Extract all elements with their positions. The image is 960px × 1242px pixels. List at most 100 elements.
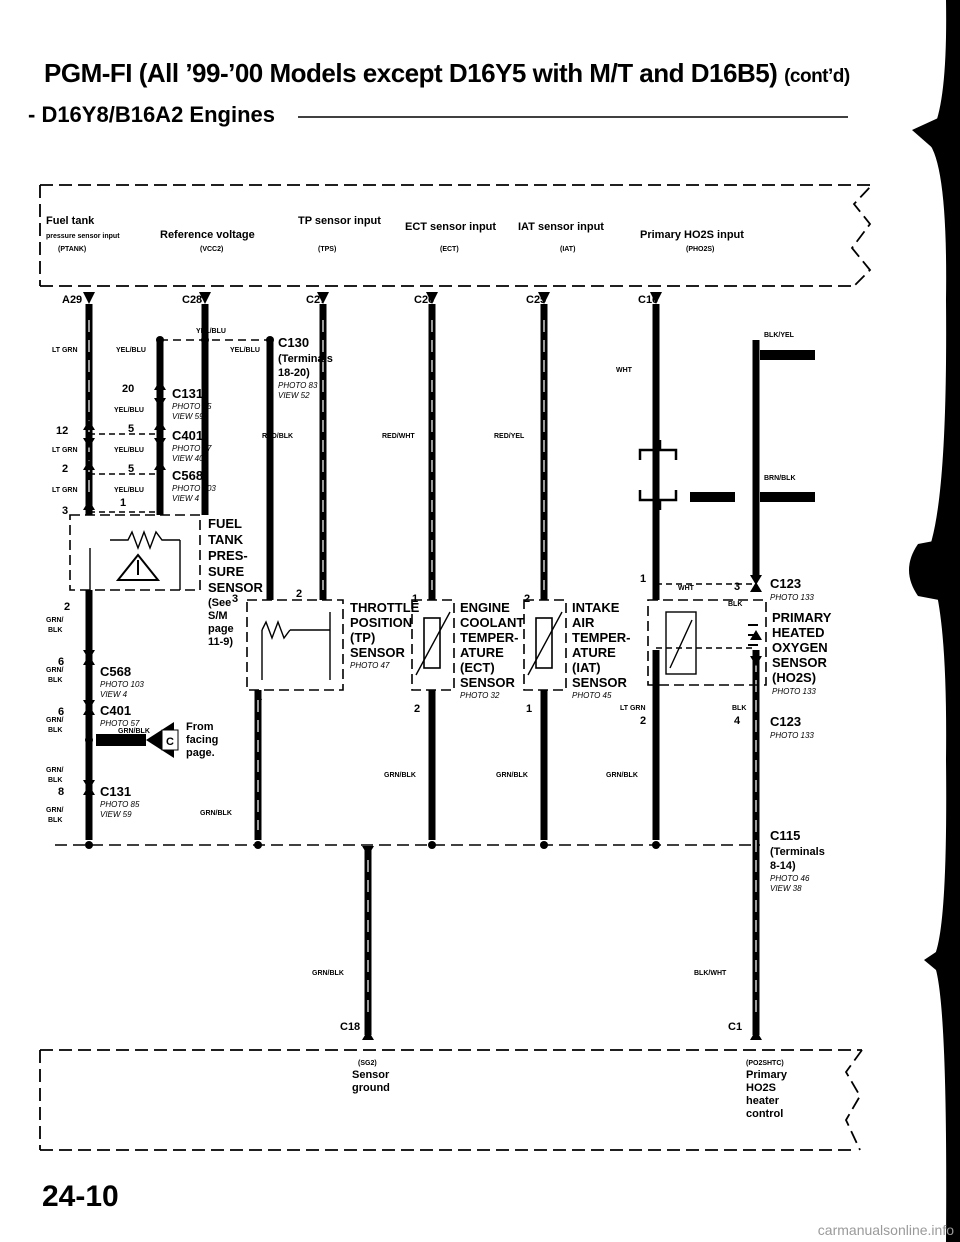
tp-sensor-label: THROTTLE POSITION (TP) SENSOR PHOTO 47 [350, 600, 420, 670]
wire-label: YEL/BLU [114, 487, 144, 494]
watermark: carmanualsonline.info [817, 1222, 954, 1238]
svg-text:PHOTO 32: PHOTO 32 [460, 691, 500, 700]
c131-view-lower: VIEW 59 [100, 810, 132, 819]
wire-label: RED/YEL [494, 433, 525, 440]
terminal-num: 1 [256, 691, 262, 703]
ho2s-heater-label: control [746, 1108, 783, 1120]
connector-markers [83, 380, 762, 1040]
terminal-num: 8 [58, 786, 64, 798]
c115-label: C115 [770, 828, 800, 843]
c115-note: 8-14) [770, 860, 796, 872]
c568-photo: PHOTO 103 [172, 484, 216, 493]
c130-note: (Terminals [278, 353, 333, 365]
svg-text:POSITION: POSITION [350, 615, 412, 630]
input-label-tp: TP sensor input [298, 215, 381, 227]
input-code-tps: (TPS) [318, 246, 336, 253]
svg-text:FUEL: FUEL [208, 516, 242, 531]
wire-label: BLK/WHT [694, 970, 727, 977]
c115-note: (Terminals [770, 846, 825, 858]
terminal-num: 2 [62, 463, 68, 475]
pin-c28: C28 [182, 294, 202, 306]
ho2s-heater-label: heater [746, 1095, 780, 1107]
terminal-num: 20 [122, 383, 134, 395]
tp-sensor-symbol [246, 599, 344, 691]
ho2s-sensor-symbol [647, 599, 767, 686]
page-number: 24-10 [42, 1180, 119, 1213]
svg-text:SENSOR: SENSOR [208, 580, 264, 595]
wire-highlights [88, 320, 757, 1020]
terminal-num: 3 [62, 505, 68, 517]
terminal-num: 6 [58, 706, 64, 718]
svg-text:HEATED: HEATED [772, 625, 824, 640]
sensor-labels: FUEL TANK PRES- SURE SENSOR (See S/M pag… [208, 516, 832, 700]
wire-label: GRN/ [46, 807, 64, 814]
svg-text:PHOTO 47: PHOTO 47 [350, 661, 390, 670]
c115-photo: PHOTO 46 [770, 874, 810, 883]
ecm-bottom-labels: C18 C1 (SG2) Sensor ground (PO2SHTC) Pri… [340, 1021, 788, 1120]
c115-bus [55, 841, 760, 856]
pin-a29: A29 [62, 294, 82, 306]
input-code-vcc2: (VCC2) [200, 246, 223, 253]
pin-c18: C18 [340, 1021, 360, 1033]
ecm-pin-labels: A29 C28 C27 C26 C25 C16 [62, 294, 658, 306]
plug-connector-icon [638, 350, 815, 510]
wire-label: YEL/BLU [114, 447, 144, 454]
wire-label: YEL/BLU [114, 407, 144, 414]
ect-sensor-symbol [411, 599, 455, 691]
c131-label-lower: C131 [100, 784, 131, 799]
wire-label: BRN/BLK [764, 475, 796, 482]
iat-sensor-label: INTAKE AIR TEMPER- ATURE (IAT) SENSOR PH… [572, 600, 631, 700]
c568-view: VIEW 4 [172, 494, 200, 503]
svg-text:ATURE: ATURE [460, 645, 504, 660]
svg-text:COOLANT: COOLANT [460, 615, 524, 630]
ecm-bottom-box [39, 1049, 863, 1151]
wire-label: BLK [48, 677, 62, 684]
c123-photo: PHOTO 133 [770, 593, 814, 602]
terminal-num: 2 [640, 715, 646, 727]
svg-text:PHOTO 45: PHOTO 45 [572, 691, 612, 700]
terminal-num: 1 [120, 497, 126, 509]
from-facing-page-label: C From facing page. [166, 721, 218, 759]
svg-text:(IAT): (IAT) [572, 660, 601, 675]
c130-photo: PHOTO 83 [278, 381, 318, 390]
terminal-num: 2 [524, 593, 530, 605]
from-facing-page-connector [85, 722, 179, 758]
pin-arrows [83, 292, 662, 304]
c130-view: VIEW 52 [278, 391, 310, 400]
ho2s-sensor-label: PRIMARY HEATED OXYGEN SENSOR (HO2S) PHOT… [772, 610, 832, 696]
ho2s-heater-label: HO2S [746, 1082, 776, 1094]
wire-label: BLK [48, 777, 62, 784]
binding-tab-icon [909, 0, 960, 1242]
svg-text:SENSOR: SENSOR [350, 645, 406, 660]
wire-label: GRN/BLK [118, 728, 150, 735]
svg-text:(TP): (TP) [350, 630, 375, 645]
wire-label: GRN/BLK [200, 810, 232, 817]
fuel-tank-sensor-label: FUEL TANK PRES- SURE SENSOR (See S/M pag… [208, 516, 264, 648]
wire-label: LT GRN [52, 347, 78, 354]
from-page-text: From [186, 721, 214, 733]
page-title: PGM-FI (All ’99-’00 Models except D16Y5 … [44, 58, 850, 88]
svg-text:ATURE: ATURE [572, 645, 616, 660]
wire-label: GRN/BLK [606, 772, 638, 779]
wire-label: LT GRN [52, 447, 78, 454]
terminal-num: 3 [734, 581, 740, 593]
wire-label: GRN/ [46, 617, 64, 624]
c401-label-lower: C401 [100, 703, 131, 718]
terminal-numbers: 20 12 5 2 5 3 1 2 6 6 8 3 2 1 1 2 2 1 1 … [56, 383, 741, 798]
wire-label: RED/BLK [262, 433, 293, 440]
wire-label: GRN/ [46, 667, 64, 674]
terminal-num: 6 [58, 656, 64, 668]
ho2s-heater-label: Primary [746, 1069, 788, 1081]
c131-view: VIEW 59 [172, 412, 204, 421]
iat-sensor-symbol [523, 599, 567, 691]
c401-label: C401 [172, 428, 203, 443]
input-code-pho2s: (PHO2S) [686, 246, 714, 253]
wire-label: GRN/ [46, 717, 64, 724]
svg-text:page: page [208, 623, 234, 635]
svg-text:PHOTO 133: PHOTO 133 [772, 687, 816, 696]
wire-label: WHT [678, 585, 695, 592]
terminal-num: 5 [128, 423, 134, 435]
wire-label: YEL/BLU [230, 347, 260, 354]
